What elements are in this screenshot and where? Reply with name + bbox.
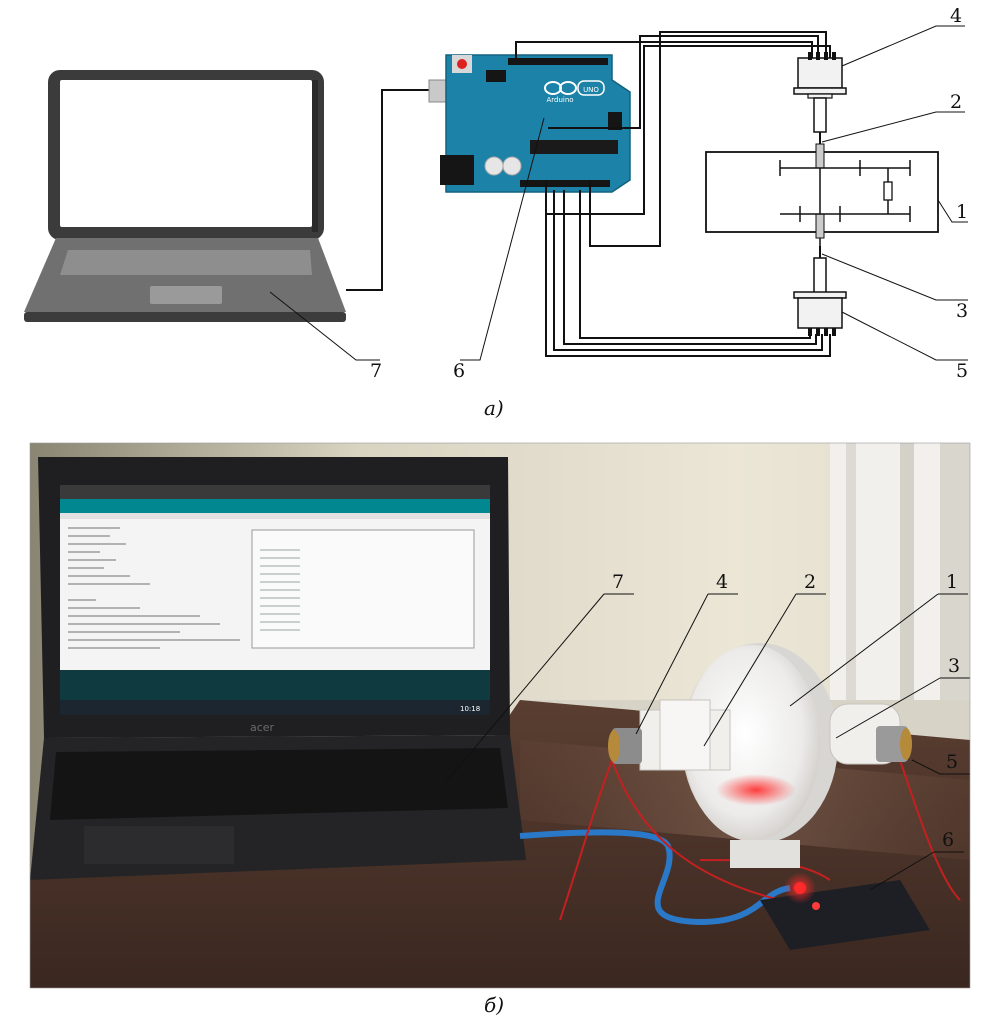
photo-encoder-left <box>608 728 642 764</box>
board-icsp-2 <box>608 112 622 130</box>
arduino-board: UNO Arduino <box>440 54 631 193</box>
board-logo: UNO Arduino <box>544 80 605 104</box>
schematic-callout-3: 3 <box>956 300 968 322</box>
photo-mechanism <box>639 643 901 868</box>
board-name-label: Arduino <box>546 96 573 104</box>
photo-red-wires <box>559 759 961 921</box>
schematic-callout-4: 4 <box>950 5 962 27</box>
encoder-top <box>793 52 847 152</box>
photo-callout-2: 2 <box>804 571 816 593</box>
photo-arduino <box>760 872 930 950</box>
photo-taskbar <box>60 700 490 715</box>
schematic-callout-6: 6 <box>453 360 465 382</box>
photo-border <box>29 442 971 989</box>
photo-callout-6: 6 <box>942 829 954 851</box>
schematic-callout-labels: 4 2 1 3 5 6 7 <box>370 5 968 382</box>
photo-laptop-brand: acer <box>250 721 275 734</box>
photo-taskbar-time: 10:18 <box>460 705 480 713</box>
schematic-callout-7: 7 <box>370 360 382 382</box>
caption-a: а) <box>484 396 504 420</box>
photo-callout-4: 4 <box>716 571 728 593</box>
board-power-jack <box>440 155 474 185</box>
mechanism-housing <box>705 140 939 246</box>
board-capacitor-1 <box>484 156 504 176</box>
photo-callout-7: 7 <box>612 571 624 593</box>
laptop-keyboard-area <box>60 250 312 275</box>
schematic: UNO Arduino <box>24 5 968 420</box>
photo-callout-5: 5 <box>946 751 958 773</box>
usb-cable <box>346 89 432 291</box>
board-capacitor-2 <box>502 156 522 176</box>
photo-window-frame <box>846 443 856 703</box>
photo-encoder-right <box>876 726 912 762</box>
board-digital-header <box>508 58 608 65</box>
photo-leaders <box>445 593 970 891</box>
laptop-screen <box>60 80 312 227</box>
caption-b: б) <box>484 993 504 1017</box>
encoder-bottom <box>793 246 847 336</box>
photo-laptop: 10:18 acer <box>30 457 526 880</box>
board-icsp <box>486 70 506 82</box>
schematic-callout-2: 2 <box>950 91 962 113</box>
board-reset-cap <box>457 59 467 69</box>
schematic-callout-5: 5 <box>956 360 968 382</box>
laptop-touchpad <box>150 286 222 304</box>
laptop-base-edge <box>24 312 346 322</box>
board-chip <box>530 140 618 154</box>
laptop-lid-bezel-shade <box>312 80 318 232</box>
schematic-leaders <box>269 25 968 361</box>
photo: 10:18 acer <box>29 442 971 989</box>
photo-callout-labels: 7 4 2 1 3 5 6 <box>612 571 960 851</box>
photo-usb-cable <box>519 829 791 926</box>
laptop-illustration <box>24 70 346 322</box>
photo-callout-3: 3 <box>948 655 960 677</box>
schematic-callout-1: 1 <box>956 201 968 223</box>
board-model-label: UNO <box>583 86 599 94</box>
board-analog-header <box>520 180 610 187</box>
photo-callout-1: 1 <box>946 571 958 593</box>
